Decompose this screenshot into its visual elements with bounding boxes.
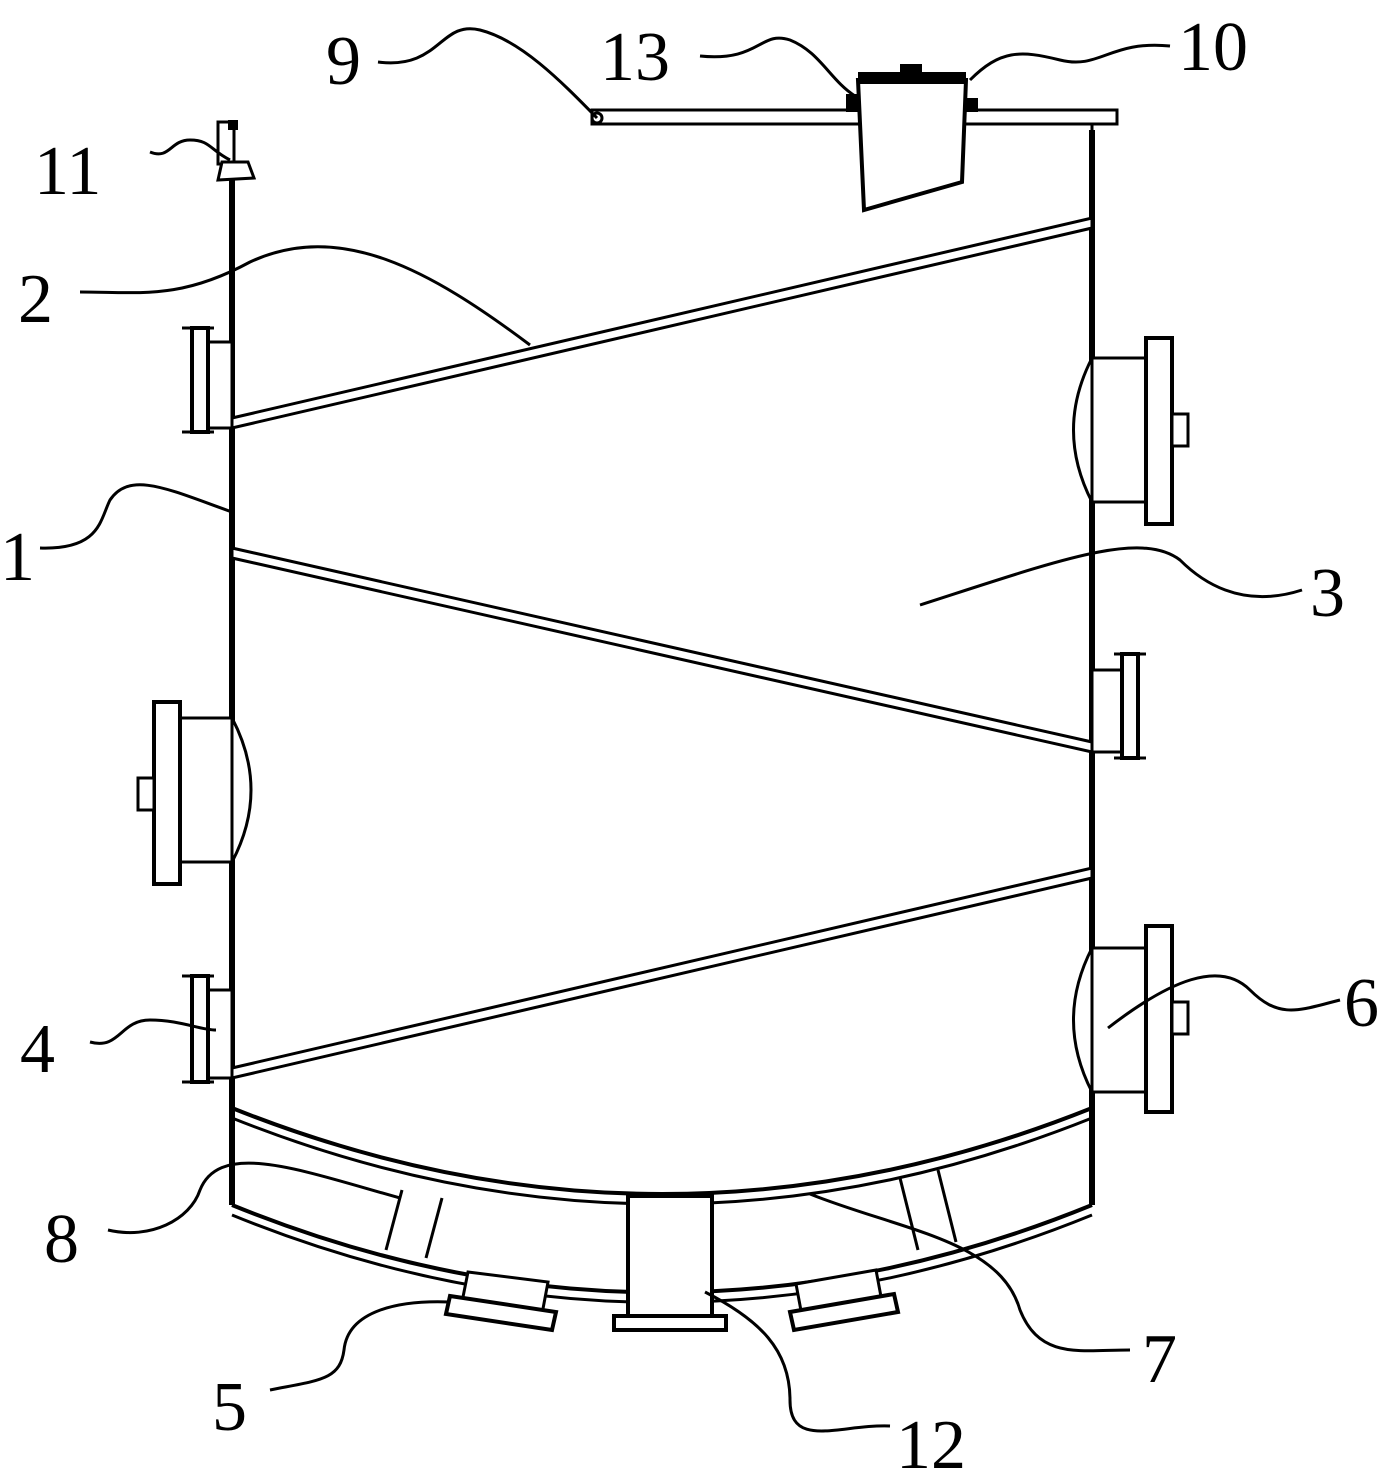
inner-bottom	[231, 1106, 1093, 1206]
right-manhole-lower	[1072, 924, 1190, 1114]
lid-bar	[590, 108, 1119, 140]
label-10: 10	[1178, 9, 1248, 86]
label-5: 5	[212, 1369, 247, 1446]
label-8: 8	[44, 1201, 79, 1278]
drain-pipe	[612, 1194, 728, 1332]
callout-labels: 9 13 10 11 2 1 3 4 6 8 7 5 12	[0, 9, 1379, 1480]
left-nozzle-lower	[182, 974, 234, 1084]
right-manhole-upper	[1072, 336, 1190, 526]
label-6: 6	[1344, 965, 1379, 1042]
label-12: 12	[896, 1407, 966, 1480]
bottom-outlet-right	[787, 1268, 901, 1333]
drive-box	[846, 64, 978, 213]
leader-lines	[39, 27, 1341, 1433]
label-4: 4	[20, 1011, 55, 1088]
bottom-supports	[384, 1169, 958, 1259]
label-3: 3	[1310, 555, 1345, 632]
label-9: 9	[326, 23, 361, 100]
left-manhole	[136, 700, 253, 886]
left-nozzle-upper	[182, 326, 234, 434]
right-nozzle-middle	[1090, 652, 1146, 760]
top-valve	[216, 120, 257, 182]
label-7: 7	[1142, 1321, 1177, 1398]
bottom-outlet-left	[443, 1270, 559, 1333]
label-13: 13	[600, 19, 670, 96]
label-11: 11	[34, 133, 101, 210]
spiral-baffles	[230, 216, 1094, 1080]
label-1: 1	[0, 519, 35, 596]
label-2: 2	[18, 261, 53, 338]
